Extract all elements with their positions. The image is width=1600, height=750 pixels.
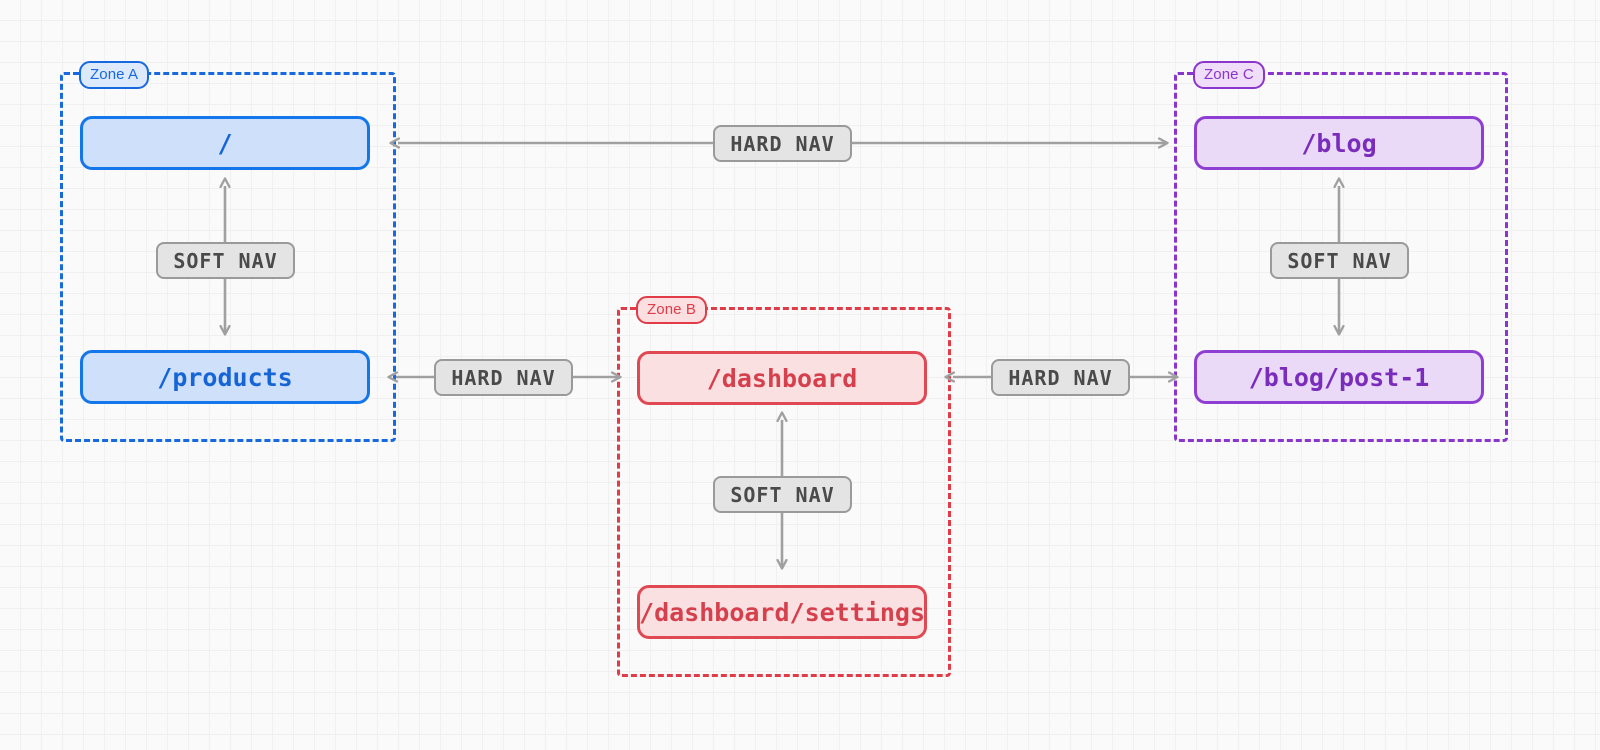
node-products[interactable]: /products <box>80 350 370 404</box>
node-blog[interactable]: /blog <box>1194 116 1484 170</box>
edge-label-soft-nav-zone-a: SOFT NAV <box>156 242 295 279</box>
node-root[interactable]: / <box>80 116 370 170</box>
edge-label-hard-nav-right: HARD NAV <box>991 359 1130 396</box>
zone-a-label: Zone A <box>79 61 150 89</box>
zone-b-container[interactable]: Zone B <box>617 296 951 677</box>
zone-c-label: Zone C <box>1193 61 1265 89</box>
zone-b-label: Zone B <box>636 296 707 324</box>
edge-label-soft-nav-zone-b: SOFT NAV <box>713 476 852 513</box>
zone-c-container[interactable]: Zone C <box>1174 61 1508 442</box>
edge-label-soft-nav-zone-c: SOFT NAV <box>1270 242 1409 279</box>
node-blog-post-1[interactable]: /blog/post-1 <box>1194 350 1484 404</box>
edge-label-hard-nav-left: HARD NAV <box>434 359 573 396</box>
edge-label-hard-nav-top: HARD NAV <box>713 125 852 162</box>
zone-a-container[interactable]: Zone A <box>60 61 396 442</box>
node-dashboard[interactable]: /dashboard <box>637 351 927 405</box>
node-dashboard-settings[interactable]: /dashboard/settings <box>637 585 927 639</box>
